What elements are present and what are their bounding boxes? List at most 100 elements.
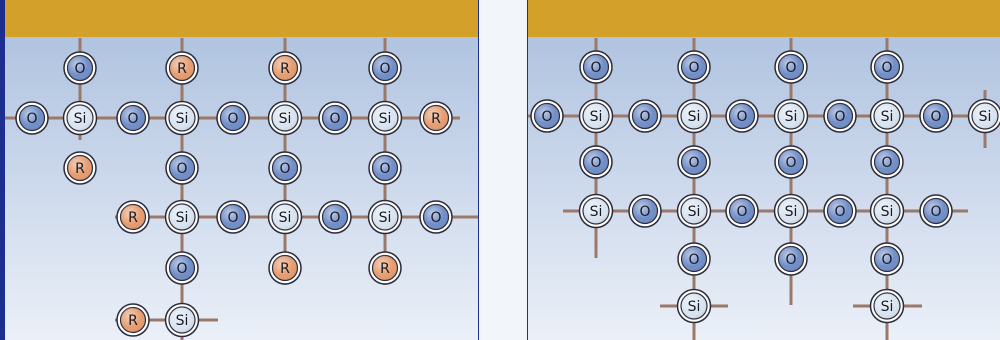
oxygen-atom: O bbox=[774, 145, 808, 179]
oxygen-atom: O bbox=[870, 50, 904, 84]
atom-shading bbox=[67, 105, 93, 131]
atom-label: O bbox=[430, 210, 441, 226]
oxygen-atom: O bbox=[63, 51, 97, 85]
oxygen-atom: O bbox=[677, 145, 711, 179]
atom-label: O bbox=[279, 161, 290, 177]
atom-label: O bbox=[127, 111, 138, 127]
oxygen-atom: O bbox=[677, 242, 711, 276]
atom-shading bbox=[322, 105, 348, 131]
atom-label: Si bbox=[379, 210, 392, 226]
atom-shading bbox=[681, 293, 707, 319]
left-panel-header bbox=[5, 0, 478, 37]
oxygen-atom: O bbox=[268, 151, 302, 185]
r-group-atom: R bbox=[419, 101, 453, 135]
right-panel-header bbox=[528, 0, 1000, 37]
silicon-atom: Si bbox=[367, 100, 403, 136]
r-group-atom: R bbox=[165, 51, 199, 85]
oxygen-atom: O bbox=[870, 242, 904, 276]
atom-label: O bbox=[541, 109, 552, 125]
oxygen-atom: O bbox=[116, 101, 150, 135]
atom-label: O bbox=[379, 61, 390, 77]
silicon-atom: Si bbox=[267, 199, 303, 235]
oxygen-atom: O bbox=[530, 99, 564, 133]
atom-shading bbox=[169, 307, 195, 333]
atom-shading bbox=[169, 204, 195, 230]
silicon-atom: Si bbox=[967, 98, 1000, 134]
atom-shading bbox=[272, 155, 298, 181]
atom-label: Si bbox=[279, 210, 292, 226]
atom-label: O bbox=[688, 252, 699, 268]
atom-shading bbox=[120, 307, 146, 333]
atom-shading bbox=[372, 55, 398, 81]
silicon-atom: Si bbox=[267, 100, 303, 136]
silicon-atom: Si bbox=[869, 193, 905, 229]
atom-shading bbox=[778, 54, 804, 80]
oxygen-atom: O bbox=[318, 200, 352, 234]
oxygen-atom: O bbox=[318, 101, 352, 135]
silicon-atom: Si bbox=[773, 98, 809, 134]
atom-label: O bbox=[688, 155, 699, 171]
atom-label: O bbox=[176, 261, 187, 277]
atom-shading bbox=[874, 198, 900, 224]
atom-shading bbox=[120, 105, 146, 131]
atom-label: O bbox=[329, 111, 340, 127]
atom-label: Si bbox=[688, 299, 701, 315]
silicon-atom: Si bbox=[164, 302, 200, 338]
atom-shading bbox=[372, 204, 398, 230]
atom-shading bbox=[583, 54, 609, 80]
atom-shading bbox=[220, 105, 246, 131]
atom-shading bbox=[778, 103, 804, 129]
atom-shading bbox=[874, 246, 900, 272]
atom-shading bbox=[372, 105, 398, 131]
atom-shading bbox=[874, 293, 900, 319]
atom-shading bbox=[632, 103, 658, 129]
atom-label: O bbox=[930, 204, 941, 220]
atom-shading bbox=[583, 198, 609, 224]
oxygen-atom: O bbox=[368, 151, 402, 185]
atom-shading bbox=[169, 155, 195, 181]
atom-label: Si bbox=[74, 111, 87, 127]
atom-shading bbox=[681, 54, 707, 80]
atom-shading bbox=[272, 105, 298, 131]
atom-label: O bbox=[590, 60, 601, 76]
atom-shading bbox=[322, 204, 348, 230]
atom-shading bbox=[67, 55, 93, 81]
atom-label: R bbox=[280, 61, 290, 77]
atom-shading bbox=[923, 103, 949, 129]
oxygen-atom: O bbox=[774, 242, 808, 276]
oxygen-atom: O bbox=[823, 99, 857, 133]
oxygen-atom: O bbox=[216, 101, 250, 135]
atom-label: Si bbox=[279, 111, 292, 127]
atom-label: O bbox=[930, 109, 941, 125]
r-group-atom: R bbox=[116, 200, 150, 234]
atom-shading bbox=[272, 255, 298, 281]
atom-shading bbox=[681, 246, 707, 272]
atom-label: O bbox=[881, 60, 892, 76]
silicon-atom: Si bbox=[676, 193, 712, 229]
atom-label: O bbox=[227, 111, 238, 127]
oxygen-atom: O bbox=[15, 101, 49, 135]
atom-shading bbox=[874, 149, 900, 175]
r-group-atom: R bbox=[268, 51, 302, 85]
atom-label: O bbox=[639, 204, 650, 220]
atom-label: Si bbox=[590, 109, 603, 125]
atom-shading bbox=[534, 103, 560, 129]
atom-label: O bbox=[785, 252, 796, 268]
atom-shading bbox=[220, 204, 246, 230]
atom-label: O bbox=[881, 252, 892, 268]
atom-shading bbox=[272, 204, 298, 230]
silicon-atom: Si bbox=[578, 193, 614, 229]
atom-label: O bbox=[834, 109, 845, 125]
atom-shading bbox=[729, 103, 755, 129]
atom-shading bbox=[169, 255, 195, 281]
atom-label: R bbox=[75, 161, 85, 177]
atom-label: O bbox=[834, 204, 845, 220]
atom-label: O bbox=[379, 161, 390, 177]
atom-shading bbox=[827, 198, 853, 224]
atom-label: O bbox=[688, 60, 699, 76]
atom-label: R bbox=[280, 261, 290, 277]
atom-shading bbox=[423, 105, 449, 131]
